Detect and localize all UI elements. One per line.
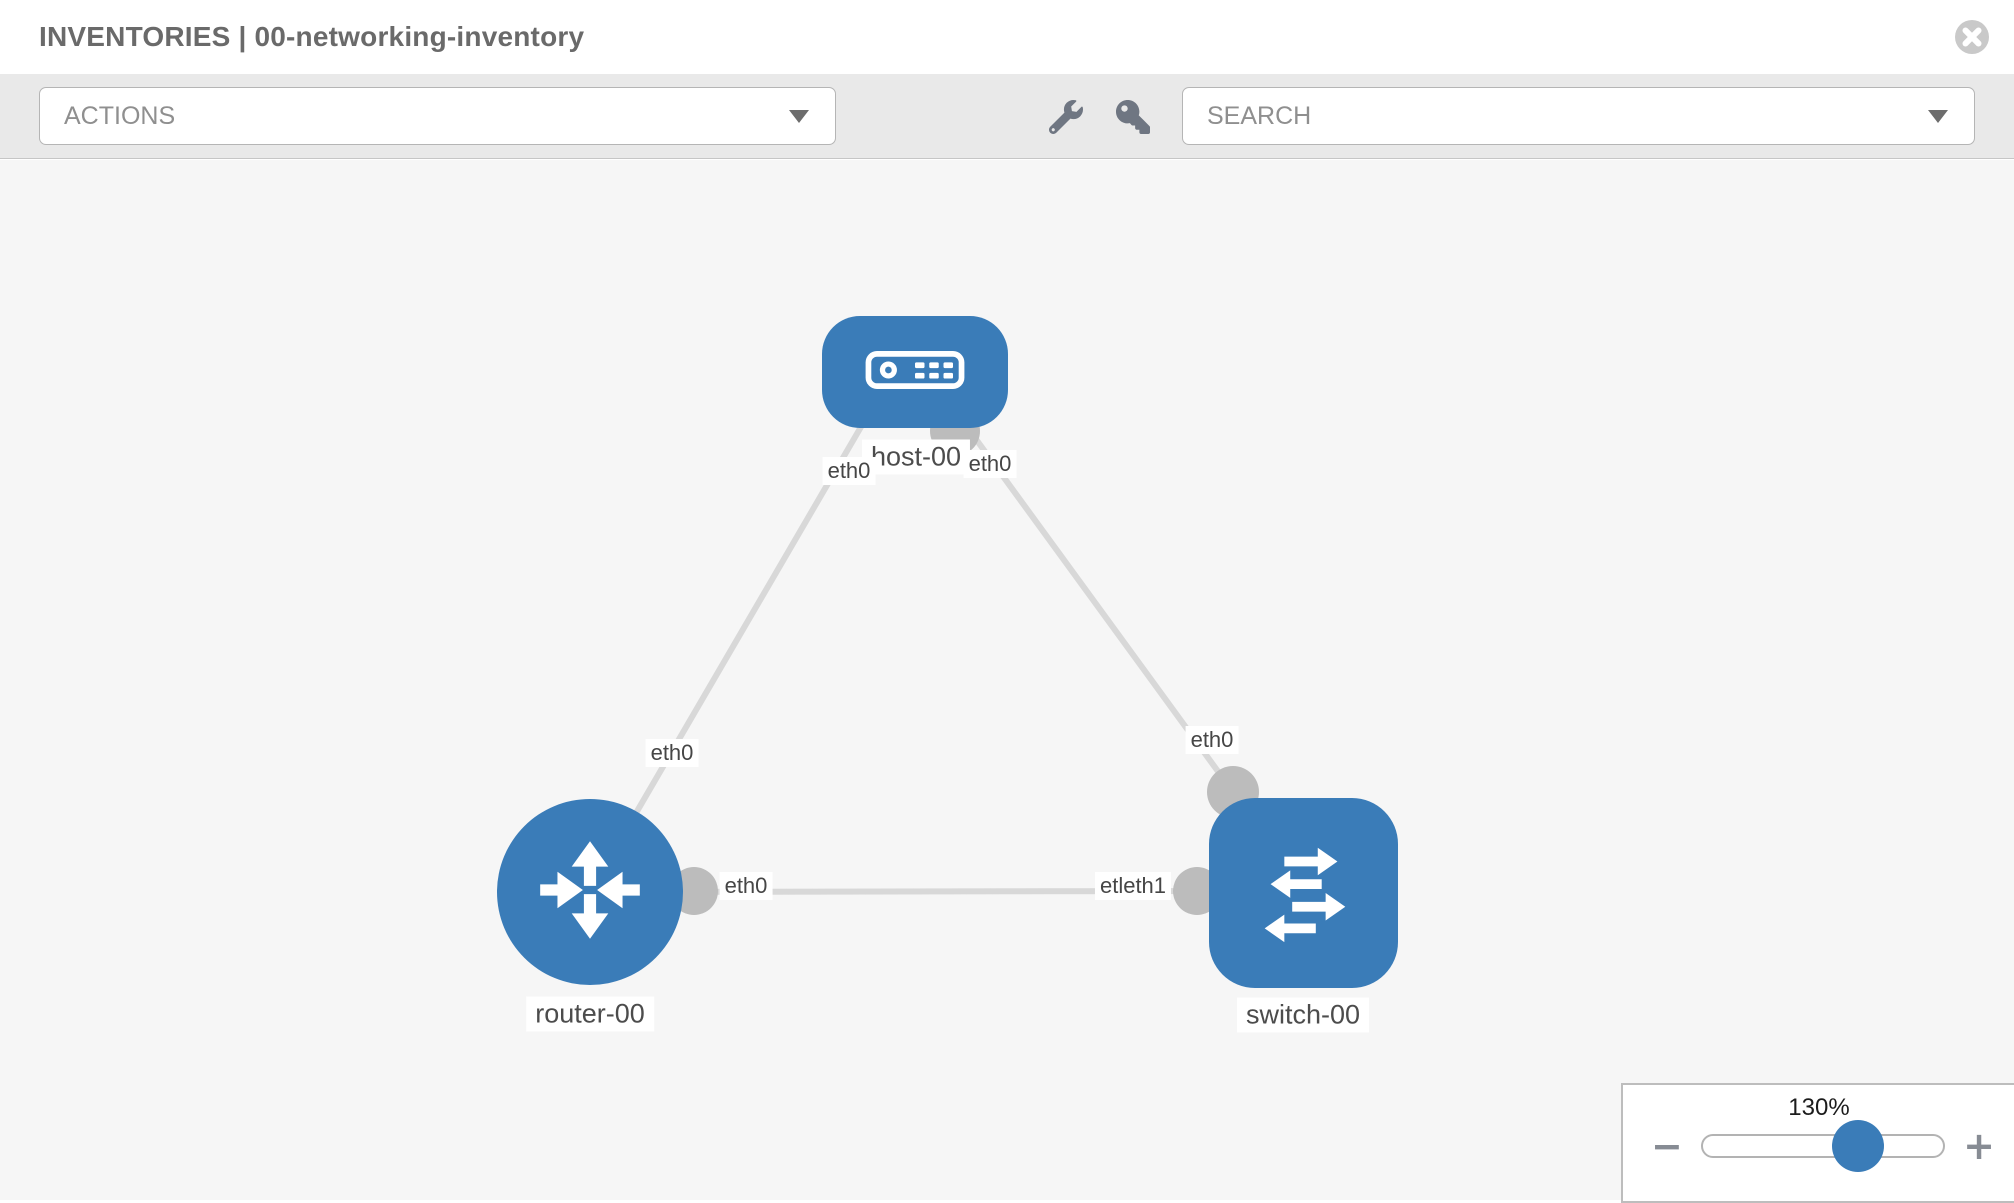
close-icon[interactable] <box>1954 19 1990 55</box>
search-dropdown[interactable]: SEARCH <box>1182 87 1975 145</box>
iface-label-host-to-switch: eth0 <box>963 450 1017 478</box>
switch-arrows-icon <box>1245 832 1363 955</box>
zoom-control-panel: 130% − + <box>1621 1083 2014 1203</box>
actions-dropdown[interactable]: ACTIONS <box>39 87 836 145</box>
iface-label-host-to-router: eth0 <box>822 457 876 485</box>
page-title: INVENTORIES | 00-networking-inventory <box>39 21 585 52</box>
zoom-slider-handle[interactable] <box>1831 1120 1884 1172</box>
key-icon[interactable] <box>1116 99 1150 134</box>
actions-dropdown-label: ACTIONS <box>64 101 176 130</box>
iface-label-switch-to-host: eth0 <box>1185 726 1239 754</box>
chevron-down-icon <box>1928 110 1948 123</box>
router-arrows-icon <box>529 829 651 956</box>
chevron-down-icon <box>789 110 809 123</box>
node-label-router: router-00 <box>526 996 654 1032</box>
topology-canvas[interactable]: host-00 router-00 switch-00 eth0 eth0 et… <box>0 160 2014 1200</box>
zoom-slider-track[interactable] <box>1700 1120 1946 1172</box>
node-router-00[interactable] <box>497 799 683 985</box>
zoom-slider-row: − + <box>1623 1120 2014 1172</box>
toolbar-tools <box>1048 74 1150 159</box>
zoom-level-value: 130% <box>1788 1094 1850 1121</box>
node-label-switch: switch-00 <box>1236 997 1370 1033</box>
iface-label-switch-to-router: etleth1 <box>1094 872 1172 900</box>
zoom-out-button[interactable]: − <box>1651 1124 1683 1168</box>
node-switch-00[interactable] <box>1209 798 1398 988</box>
links-layer <box>587 406 1259 915</box>
wrench-icon[interactable] <box>1048 99 1083 134</box>
search-dropdown-placeholder: SEARCH <box>1207 101 1312 130</box>
host-device-icon <box>865 350 965 394</box>
topology-toolbar: ACTIONS SEARCH <box>0 74 2014 159</box>
node-host-00[interactable] <box>822 316 1008 428</box>
iface-label-router-to-host: eth0 <box>645 739 699 767</box>
iface-label-router-to-switch: eth0 <box>719 872 773 900</box>
inventory-header: INVENTORIES | 00-networking-inventory <box>0 0 2014 74</box>
zoom-in-button[interactable]: + <box>1963 1124 1995 1168</box>
node-label-host: host-00 <box>861 439 971 475</box>
